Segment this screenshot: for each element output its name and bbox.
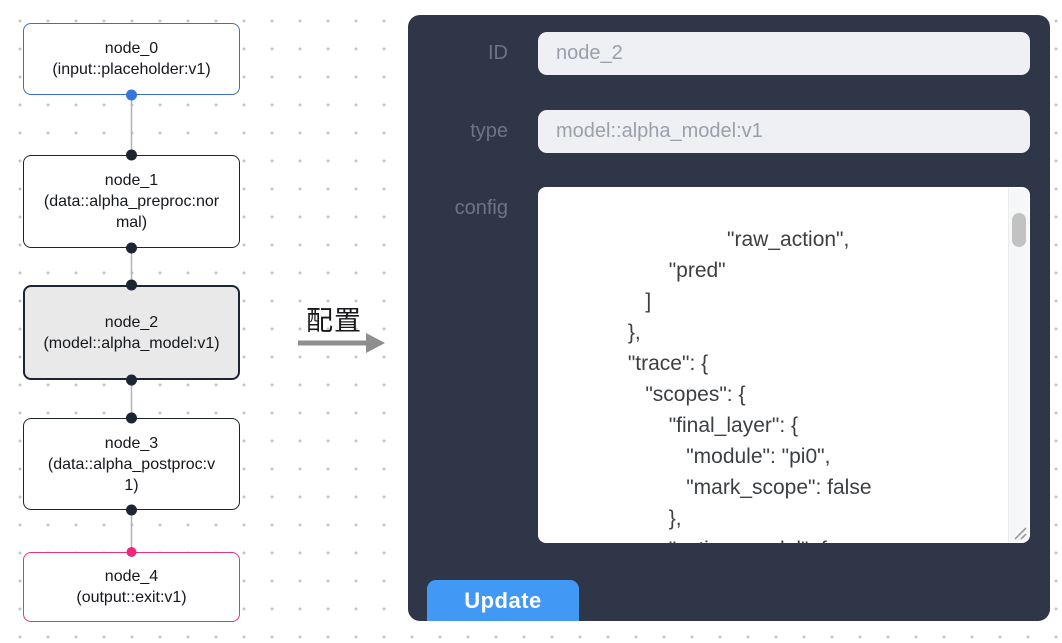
config-scrollbar-track[interactable]: [1008, 188, 1029, 542]
update-button[interactable]: Update: [427, 580, 579, 621]
id-input[interactable]: [538, 32, 1030, 75]
node-subtitle: (input::placeholder:v1): [52, 61, 211, 78]
transition-label: 配置: [306, 306, 362, 336]
node-title: node_3: [104, 434, 159, 452]
config-field-label: config: [454, 197, 508, 219]
type-input[interactable]: [538, 110, 1030, 153]
graph-node-node_1[interactable]: node_1 (data::alpha_preproc:normal): [23, 155, 240, 248]
node-title: node_4: [104, 568, 159, 585]
id-field-row: ID: [408, 32, 1030, 75]
config-scrollbar-thumb[interactable]: [1012, 213, 1026, 247]
graph-node-node_3[interactable]: node_3 (data::alpha_postproc:v1): [23, 418, 240, 510]
node-title: node_1: [104, 172, 159, 189]
config-json-editor[interactable]: "raw_action", "pred" ] }, "trace": { "sc…: [538, 187, 1030, 543]
node-config-panel: ID type config "raw_action", "pred" ]: [408, 15, 1050, 621]
node-subtitle: (data::alpha_preproc:normal): [43, 193, 220, 231]
graph-node-node_4[interactable]: node_4 (output::exit:v1): [23, 552, 240, 622]
right-arrow-icon: [298, 333, 385, 353]
config-json-text: "raw_action", "pred" ] }, "trace": { "sc…: [627, 228, 872, 543]
node-title: node_2: [104, 313, 159, 331]
type-field-label: type: [470, 120, 508, 142]
node-subtitle: (output::exit:v1): [76, 589, 187, 606]
type-field-row: type: [408, 110, 1030, 153]
node-subtitle: (data::alpha_postproc:v1): [47, 455, 216, 494]
id-field-label: ID: [488, 42, 508, 64]
node-title: node_0: [104, 40, 159, 57]
config-field-row: config "raw_action", "pred" ] }, "trace"…: [408, 187, 1030, 543]
graph-node-node_2-selected[interactable]: node_2 (model::alpha_model:v1): [23, 285, 240, 380]
node-subtitle: (model::alpha_model:v1): [43, 334, 220, 352]
graph-node-node_0[interactable]: node_0 (input::placeholder:v1): [23, 23, 240, 95]
textarea-resize-handle-icon[interactable]: [1013, 526, 1027, 540]
